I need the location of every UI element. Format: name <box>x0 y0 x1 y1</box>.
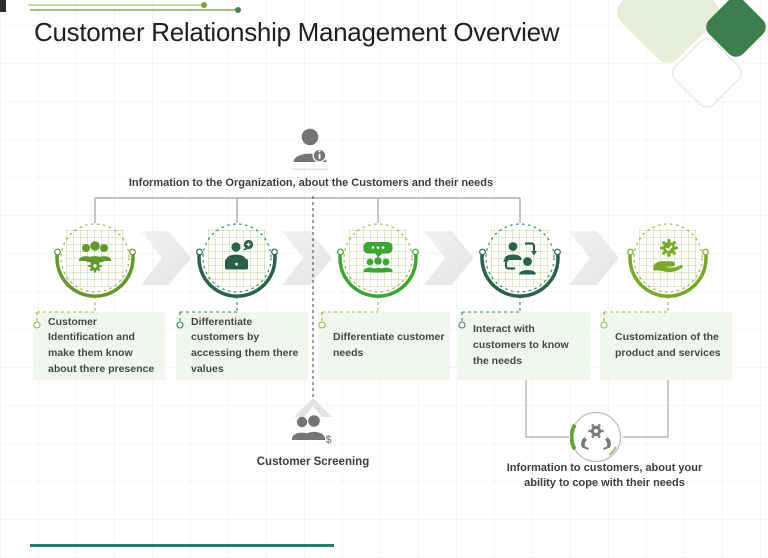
decor-dot <box>201 2 207 8</box>
stage-circle-4 <box>478 216 562 300</box>
stage-label: Customer Identification and make them kn… <box>48 315 155 375</box>
hand-gear-icon <box>653 239 683 273</box>
stage-circle-3 <box>336 216 420 300</box>
stage-label: Differentiate customers by accessing the… <box>191 315 299 375</box>
stage-label-box: Differentiate customers by accessing the… <box>176 312 308 380</box>
flow-arrow-icon <box>282 231 332 285</box>
circle-ring <box>627 223 709 298</box>
flow-arrow-icon <box>424 231 474 285</box>
hands-gear-icon <box>569 411 622 463</box>
stage-label-box: Interact with customers to know the need… <box>458 312 590 380</box>
flow-arrow-icon <box>569 231 619 285</box>
stage-label: Differentiate customer needs <box>333 331 445 359</box>
decor-line <box>30 9 237 11</box>
stage-label: Customization of the product and service… <box>615 331 721 359</box>
circle-fill <box>635 225 701 291</box>
person-info-icon <box>292 128 328 170</box>
customers-dollar-icon: $ <box>292 415 332 446</box>
decor-line <box>28 4 204 6</box>
flow-arrow-icon <box>141 231 191 285</box>
stage-label-box: Differentiate customer needs <box>318 312 450 380</box>
circle-ring <box>337 223 419 298</box>
slide-title: Customer Relationship Management Overvie… <box>34 17 560 47</box>
decor-dot <box>235 7 241 13</box>
decor-bottom-bar <box>30 544 334 547</box>
people-exchange-icon <box>503 242 537 275</box>
top-tree-connector <box>94 197 521 223</box>
stage-circle-2 <box>195 216 279 300</box>
circle-ring <box>479 223 561 298</box>
person-laptop-chat-icon <box>225 239 254 270</box>
circle-ring <box>196 223 278 298</box>
svg-text:$: $ <box>326 434 332 446</box>
circle-ring <box>54 223 136 298</box>
stage-circle-5 <box>626 216 710 300</box>
team-gear-icon <box>79 241 111 273</box>
feedback-caption: Information to customers, about your abi… <box>506 462 703 490</box>
stage-label: Interact with customers to know the need… <box>473 323 569 367</box>
corner-mark <box>0 0 6 12</box>
stage-circle-1 <box>53 216 137 300</box>
screening-label: Customer Screening <box>256 456 370 468</box>
top-caption: Information to the Organization, about t… <box>128 177 494 189</box>
grid-texture <box>639 229 697 287</box>
group-discussion-icon <box>363 242 393 273</box>
stage-label-box: Customer Identification and make them kn… <box>33 312 165 380</box>
stage-label-box: Customization of the product and service… <box>600 312 732 380</box>
feedback-emblem <box>569 411 622 463</box>
